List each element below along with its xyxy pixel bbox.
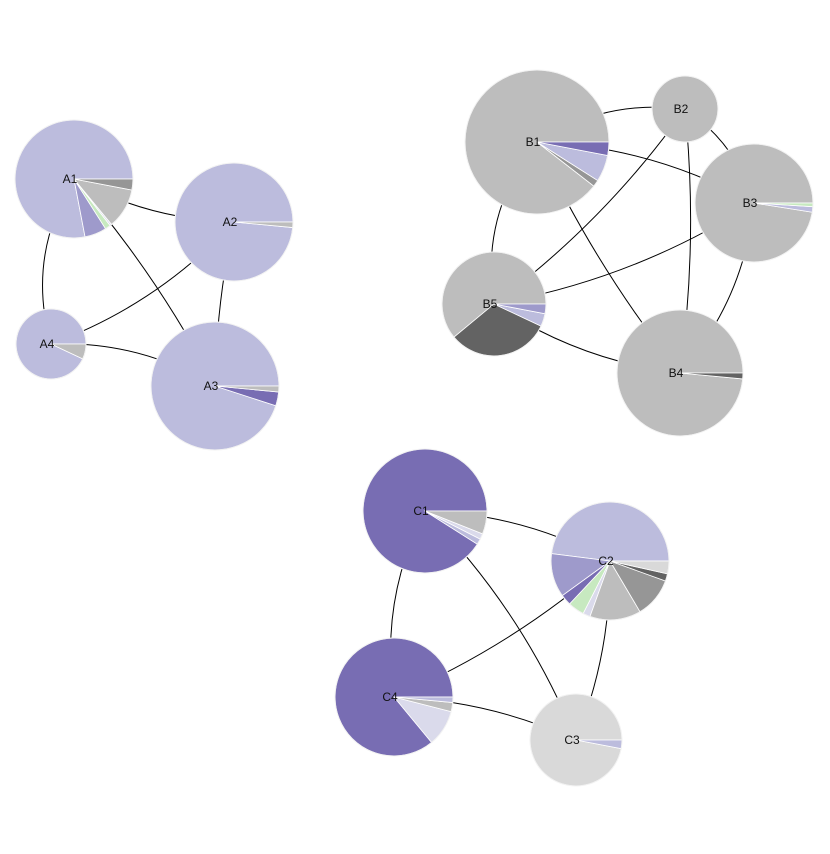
b2-outline: [651, 75, 719, 143]
b5-label: B5: [483, 297, 498, 311]
c1-label: C1: [413, 504, 429, 518]
node-b4[interactable]: B4: [616, 309, 744, 437]
b2-label: B2: [674, 102, 689, 116]
a3-label: A3: [204, 379, 219, 393]
c1-outline: [362, 448, 488, 574]
node-c1[interactable]: C1: [362, 448, 488, 574]
c3-label: C3: [564, 733, 580, 747]
b3-outline: [694, 143, 814, 263]
node-b2[interactable]: B2: [651, 75, 719, 143]
node-b1[interactable]: B1: [464, 69, 610, 215]
a4-outline: [15, 308, 87, 380]
node-b5[interactable]: B5: [441, 251, 547, 357]
node-c4[interactable]: C4: [334, 637, 454, 757]
a2-outline: [174, 162, 294, 282]
c4-label: C4: [382, 690, 398, 704]
node-a4[interactable]: A4: [15, 308, 87, 380]
b1-label: B1: [526, 135, 541, 149]
node-a1[interactable]: A1: [14, 119, 134, 239]
node-a2[interactable]: A2: [174, 162, 294, 282]
a4-label: A4: [40, 337, 55, 351]
b5-outline: [441, 251, 547, 357]
b4-outline: [616, 309, 744, 437]
b1-outline: [464, 69, 610, 215]
a1-outline: [14, 119, 134, 239]
b4-label: B4: [669, 366, 684, 380]
a2-label: A2: [223, 215, 238, 229]
c2-label: C2: [598, 554, 614, 568]
a3-outline: [150, 321, 280, 451]
b3-label: B3: [743, 196, 758, 210]
node-a3[interactable]: A3: [150, 321, 280, 451]
node-c3[interactable]: C3: [529, 693, 623, 787]
c4-outline: [334, 637, 454, 757]
c2-outline: [550, 501, 670, 621]
c2-slice-1: [551, 501, 670, 562]
node-b3[interactable]: B3: [694, 143, 814, 263]
c3-outline: [529, 693, 623, 787]
node-c2[interactable]: C2: [550, 501, 670, 621]
a1-label: A1: [63, 172, 78, 186]
